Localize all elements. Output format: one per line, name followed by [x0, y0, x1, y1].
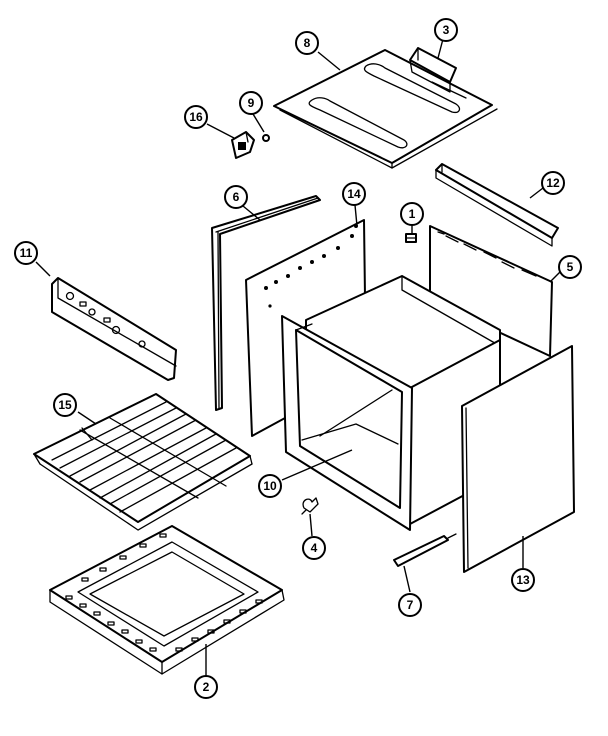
part-top-rear-rail: [435, 163, 559, 247]
callout-circle: [53, 393, 77, 417]
part-rear-panel: [429, 225, 553, 357]
part-screw: [262, 134, 270, 142]
callout-1: 1: [400, 202, 424, 226]
callout-label: 3: [443, 23, 450, 37]
callout-14: 14: [342, 182, 366, 206]
callout-circle: [400, 202, 424, 226]
callout-label: 10: [263, 479, 277, 493]
part-left-trim-strip: [211, 195, 321, 411]
callout-label: 8: [304, 36, 311, 50]
callout-circle: [224, 185, 248, 209]
part-bottom-panel: [49, 525, 285, 675]
callout-label: 14: [347, 187, 361, 201]
part-rod: [393, 533, 457, 567]
callout-label: 1: [409, 207, 416, 221]
part-hinge-clip: [231, 131, 255, 159]
callout-circle: [302, 536, 326, 560]
callout-11: 11: [14, 241, 38, 265]
callout-label: 15: [58, 398, 72, 412]
callout-13: 13: [511, 568, 535, 592]
callout-label: 9: [248, 96, 255, 110]
callouts: 8 3 16 9 6 14 1 12 11 5 15 10 4 7 13 2: [14, 18, 582, 699]
part-small-clip: [405, 233, 417, 243]
callout-6: 6: [224, 185, 248, 209]
part-small-hook: [301, 497, 319, 515]
callout-7: 7: [398, 593, 422, 617]
callout-circle: [398, 593, 422, 617]
callout-10: 10: [258, 474, 282, 498]
callout-2: 2: [194, 675, 218, 699]
callout-circle: [184, 105, 208, 129]
part-rear-bracket: [409, 47, 457, 93]
callout-label: 7: [407, 598, 414, 612]
callout-4: 4: [302, 536, 326, 560]
callout-circle: [295, 31, 319, 55]
callout-circle: [342, 182, 366, 206]
callout-16: 16: [184, 105, 208, 129]
callout-label: 5: [567, 260, 574, 274]
callout-circle: [194, 675, 218, 699]
callout-circle: [239, 91, 263, 115]
leader-lines: [35, 38, 561, 676]
callout-circle: [434, 18, 458, 42]
callout-15: 15: [53, 393, 77, 417]
callout-8: 8: [295, 31, 319, 55]
part-front-bracket: [51, 277, 177, 381]
callout-label: 16: [189, 110, 203, 124]
part-top-cover: [273, 49, 498, 169]
part-oven-cavity: [281, 275, 501, 531]
callout-9: 9: [239, 91, 263, 115]
callout-circle: [14, 241, 38, 265]
callout-label: 11: [20, 246, 33, 260]
callout-label: 12: [546, 176, 560, 190]
callout-circle: [258, 474, 282, 498]
part-right-side-panel: [461, 345, 575, 573]
callout-circle: [511, 568, 535, 592]
callout-label: 4: [311, 541, 318, 555]
callout-label: 13: [516, 573, 530, 587]
callout-circle: [558, 255, 582, 279]
callout-circle: [541, 171, 565, 195]
part-oven-rack: [33, 393, 253, 531]
callout-5: 5: [558, 255, 582, 279]
callout-3: 3: [434, 18, 458, 42]
callout-label: 2: [203, 680, 210, 694]
callout-12: 12: [541, 171, 565, 195]
callout-label: 6: [233, 190, 240, 204]
